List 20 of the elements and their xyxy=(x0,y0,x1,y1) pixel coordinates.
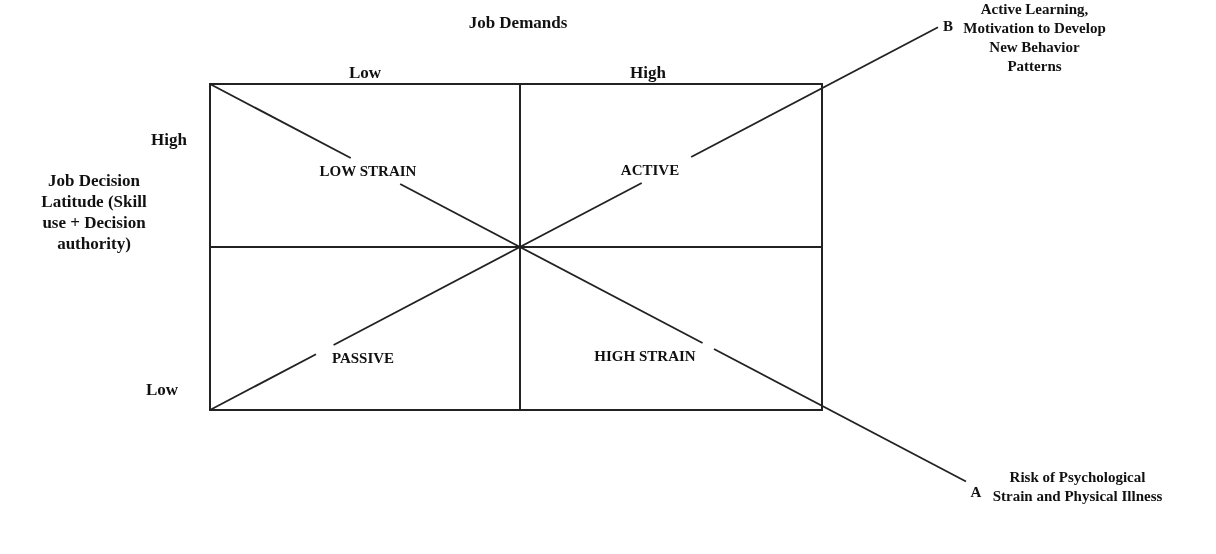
axis-tick-label: High xyxy=(150,129,188,150)
diagonal-line xyxy=(209,83,352,159)
diagonal-line xyxy=(690,26,939,158)
axis-tick-label: Low xyxy=(347,62,383,83)
quadrant-label: PASSIVE xyxy=(318,347,408,369)
diagonal-line xyxy=(209,353,317,411)
quadrant-label: ACTIVE xyxy=(605,159,695,181)
axis-tick-label: Low xyxy=(144,379,180,400)
axis-title: Job Decision Latitude (Skill use + Decision authority) xyxy=(40,170,148,254)
diagonal-line xyxy=(399,183,704,344)
quadrant-label: HIGH STRAIN xyxy=(578,345,712,367)
diagonal-line xyxy=(332,182,643,346)
outcome-note: Active Learning, Motivation to Develop New Behavior Patterns xyxy=(962,0,1107,76)
diagonal-line xyxy=(713,348,967,483)
axis-title: Job Demands xyxy=(467,12,569,33)
quadrant-label: LOW STRAIN xyxy=(296,160,440,182)
point-letter: B xyxy=(942,17,954,36)
outcome-note: Risk of Psychological Strain and Physical Illness xyxy=(991,468,1164,506)
axis-tick-label: High xyxy=(629,62,667,83)
point-letter: A xyxy=(969,483,983,502)
